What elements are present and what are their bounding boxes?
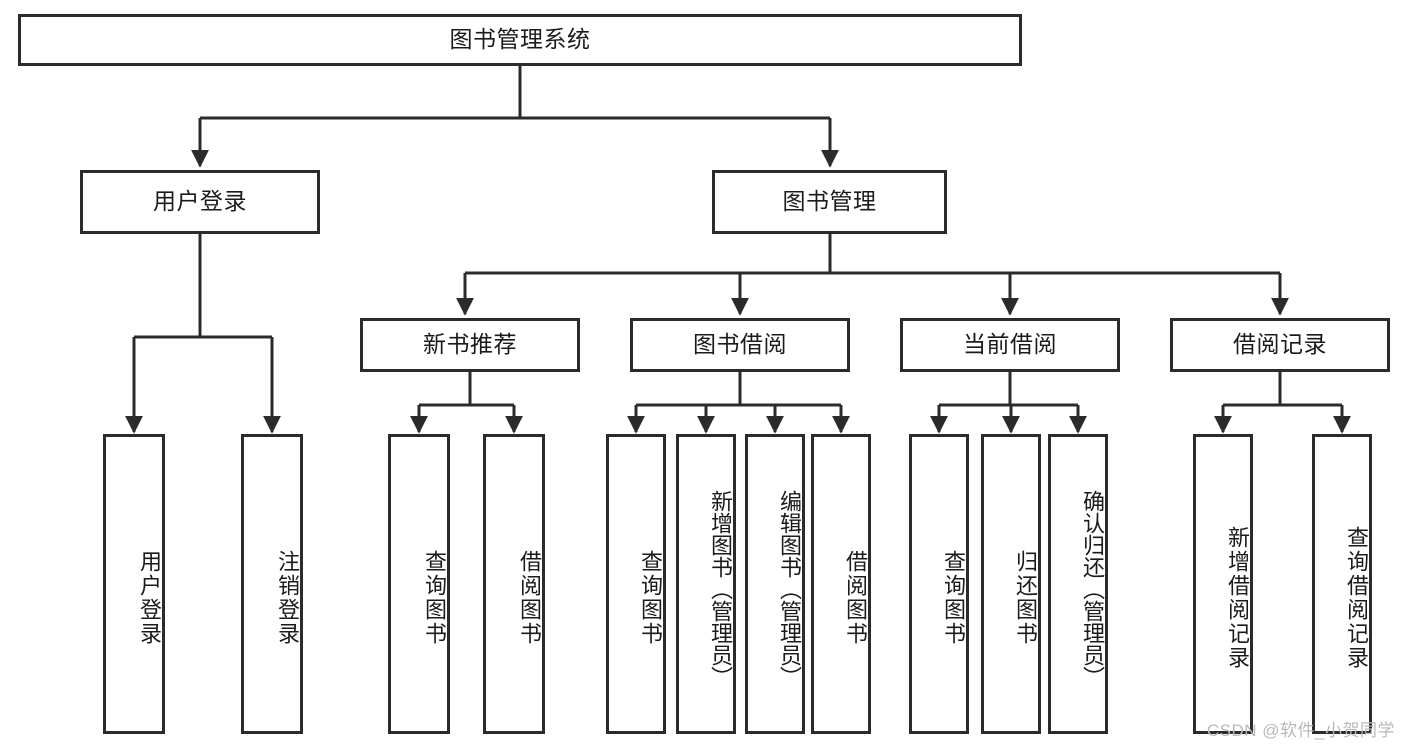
leaf-user-login[interactable]: 用户登录 xyxy=(103,434,165,734)
node-current-borrow[interactable]: 当前借阅 xyxy=(900,318,1120,372)
node-user-login[interactable]: 用户登录 xyxy=(80,170,320,234)
leaf-confirm-return-admin[interactable]: 确认归还（管理员） xyxy=(1048,434,1108,734)
leaf-edit-book-admin[interactable]: 编辑图书（管理员） xyxy=(745,434,805,734)
leaf-logout[interactable]: 注销登录 xyxy=(241,434,303,734)
node-book-borrow[interactable]: 图书借阅 xyxy=(630,318,850,372)
leaf-borrow-book[interactable]: 借阅图书 xyxy=(811,434,871,734)
node-new-book-recommend[interactable]: 新书推荐 xyxy=(360,318,580,372)
leaf-query-book-recommend[interactable]: 查询图书 xyxy=(388,434,450,734)
node-root[interactable]: 图书管理系统 xyxy=(18,14,1022,66)
leaf-query-book-borrow[interactable]: 查询图书 xyxy=(606,434,666,734)
leaf-return-book[interactable]: 归还图书 xyxy=(981,434,1041,734)
node-book-management[interactable]: 图书管理 xyxy=(712,170,947,234)
leaf-query-borrow-record[interactable]: 查询借阅记录 xyxy=(1312,434,1372,734)
csdn-watermark: CSDN @软件_小贺同学 xyxy=(1206,721,1395,740)
leaf-query-book-current[interactable]: 查询图书 xyxy=(909,434,969,734)
node-borrow-record[interactable]: 借阅记录 xyxy=(1170,318,1390,372)
leaf-add-borrow-record[interactable]: 新增借阅记录 xyxy=(1193,434,1253,734)
leaf-borrow-book-recommend[interactable]: 借阅图书 xyxy=(483,434,545,734)
leaf-add-book-admin[interactable]: 新增图书（管理员） xyxy=(676,434,736,734)
